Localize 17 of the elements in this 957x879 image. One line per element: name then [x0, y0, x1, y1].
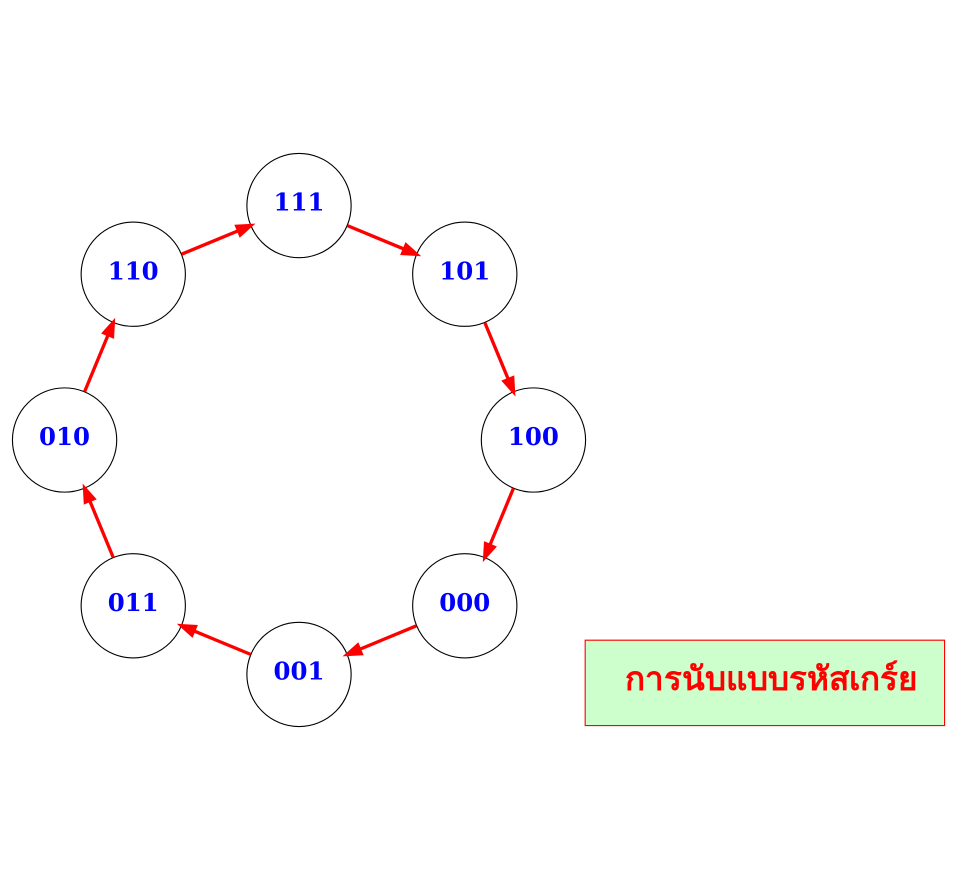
arrow [83, 317, 116, 392]
arrow [346, 224, 422, 256]
arrow [342, 624, 418, 656]
arrow [482, 487, 515, 562]
arrow [176, 623, 252, 656]
node-circle: 001 [246, 621, 352, 727]
node-circle: 100 [480, 386, 586, 492]
node-circle: 111 [246, 152, 352, 258]
arrow [483, 322, 516, 396]
node-circle: 110 [80, 221, 186, 326]
node-box: การนับแบบรหัสเกร์ย [584, 639, 946, 726]
arrow [82, 483, 115, 558]
node-circle: 010 [12, 386, 118, 492]
node-circle: 000 [412, 552, 518, 658]
arrow [181, 223, 256, 256]
node-circle: 101 [412, 221, 518, 326]
node-circle: 011 [80, 552, 186, 658]
